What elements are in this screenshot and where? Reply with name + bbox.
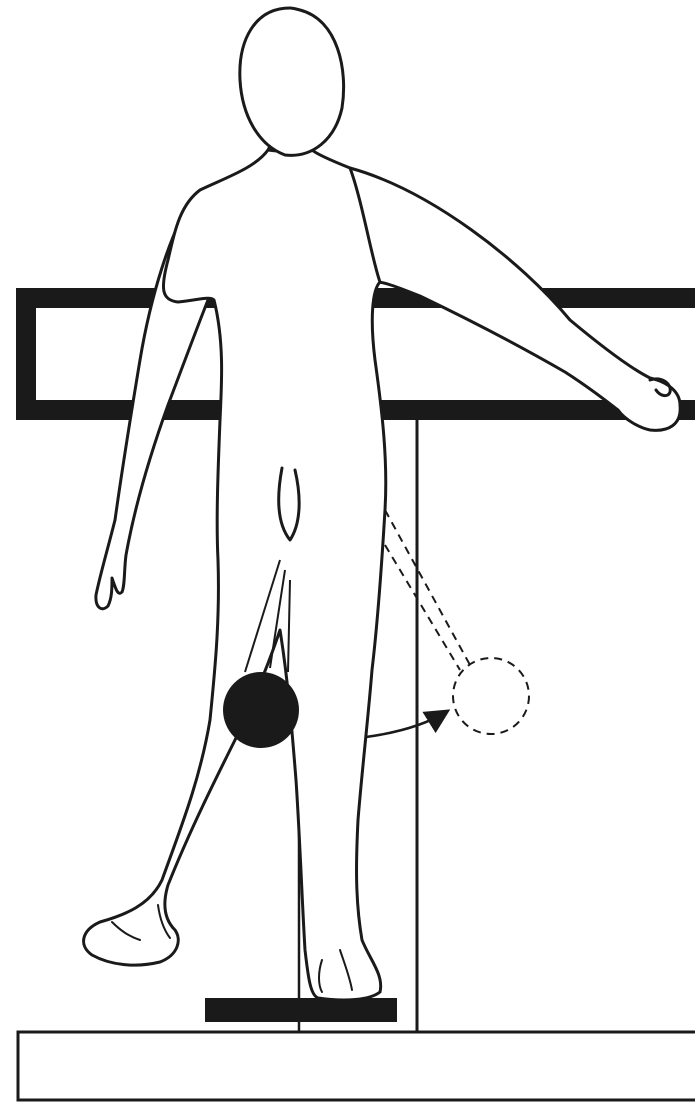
swing-arrow bbox=[366, 712, 446, 737]
figure-body bbox=[84, 150, 386, 1000]
standing-block bbox=[205, 998, 397, 1022]
pendulum-ghost-position bbox=[453, 658, 529, 734]
figure-head bbox=[240, 8, 344, 155]
pendulum-weight bbox=[223, 672, 299, 748]
base-platform bbox=[18, 1032, 695, 1100]
pendulum-ghost-strings bbox=[385, 510, 470, 670]
human-figure bbox=[84, 8, 681, 1000]
